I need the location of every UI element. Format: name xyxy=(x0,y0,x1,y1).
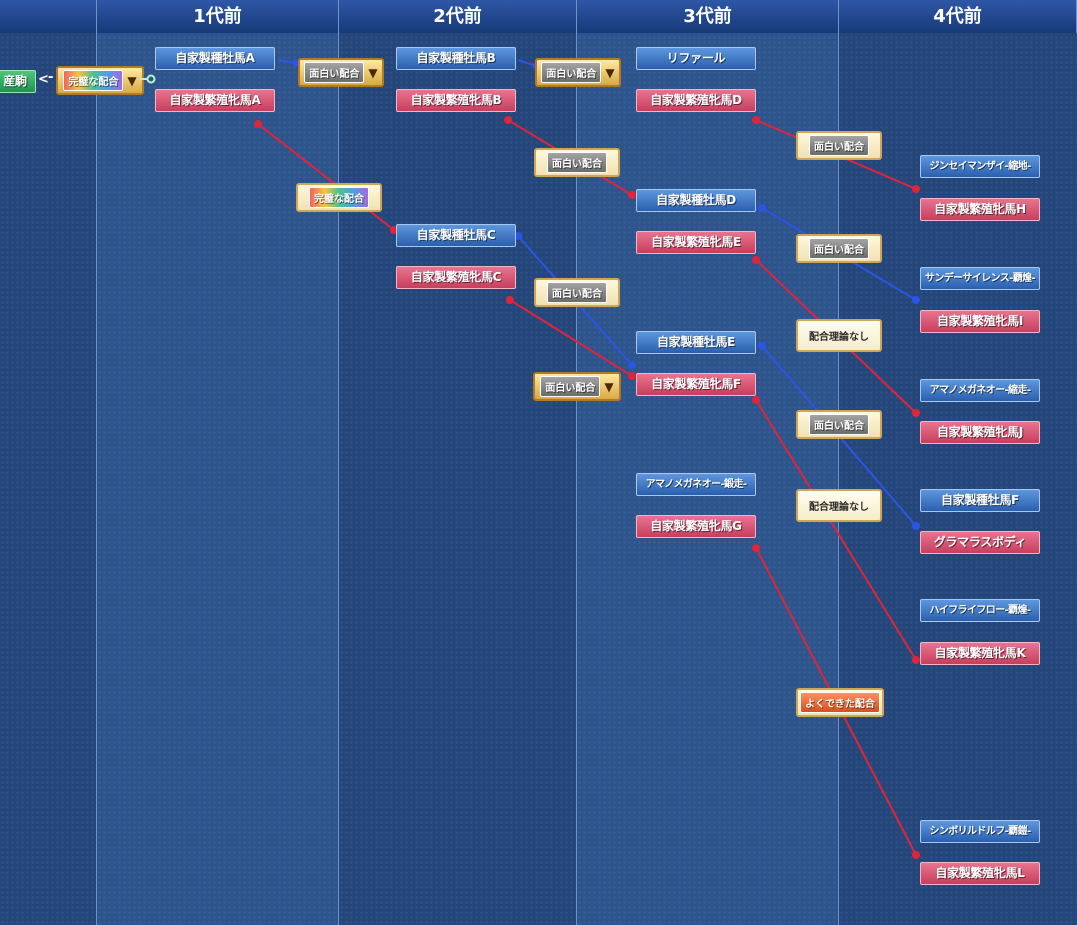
pairing-label: 面白い配合 xyxy=(304,62,365,83)
dam-gen2-b[interactable]: 自家製繁殖牝馬B xyxy=(396,89,516,112)
header-gen2: 2代前 xyxy=(339,0,577,33)
dropdown-arrow-icon: ▼ xyxy=(127,73,137,88)
dam-gen4-i[interactable]: 自家製繁殖牝馬I xyxy=(920,310,1040,333)
sire-gen3-e[interactable]: 自家製種牡馬E xyxy=(636,331,756,354)
column-divider xyxy=(338,0,339,925)
dropdown-arrow-icon: ▼ xyxy=(368,65,378,80)
column-gen1 xyxy=(97,0,338,925)
header-gen4: 4代前 xyxy=(839,0,1077,33)
sire-gen1-a[interactable]: 自家製種牡馬A xyxy=(155,47,275,70)
sire-gen4-2[interactable]: サンデーサイレンス-覇煌- xyxy=(920,267,1040,290)
sire-gen2-b[interactable]: 自家製種牡馬B xyxy=(396,47,516,70)
gen2-c-dam-pairing-dropdown[interactable]: 面白い配合 ▼ xyxy=(533,372,621,401)
pairing-label: 完璧な配合 xyxy=(63,70,124,91)
sire-gen4-1[interactable]: ジンセイマンザイ-縮地- xyxy=(920,155,1040,178)
gen1-dam-pairing-badge: 完璧な配合 xyxy=(296,183,382,212)
pairing-label: 面白い配合 xyxy=(809,135,869,156)
gen3-e-dam-pairing-badge: 配合理論なし xyxy=(796,319,882,352)
pairing-label: よくできた配合 xyxy=(800,692,880,713)
header-blank xyxy=(0,0,97,33)
dam-gen3-f[interactable]: 自家製繁殖牝馬F xyxy=(636,373,756,396)
pairing-label: 面白い配合 xyxy=(541,62,602,83)
pairing-label: 面白い配合 xyxy=(809,238,869,259)
dam-gen4-j[interactable]: 自家製繁殖牝馬J xyxy=(920,421,1040,444)
foal-pairing-dropdown[interactable]: 完璧な配合 ▼ xyxy=(56,66,144,95)
sire-gen4-f[interactable]: 自家製種牡馬F xyxy=(920,489,1040,512)
pairing-label: 完璧な配合 xyxy=(309,187,369,208)
gen3-f-sire-pairing-badge: 面白い配合 xyxy=(796,410,882,439)
sire-gen3-1[interactable]: リファール xyxy=(636,47,756,70)
pairing-label: 配合理論なし xyxy=(809,502,869,513)
header-gen1: 1代前 xyxy=(97,0,339,33)
sire-gen4-6[interactable]: シンボリルドルフ-覇鎧- xyxy=(920,820,1040,843)
dam-gen4-4[interactable]: グラマラスボディ xyxy=(920,531,1040,554)
arrow-left-icon: < xyxy=(38,72,49,87)
sire-gen4-5[interactable]: ハイフライフロー-覇煌- xyxy=(920,599,1040,622)
column-divider xyxy=(576,0,577,925)
dam-gen2-c[interactable]: 自家製繁殖牝馬C xyxy=(396,266,516,289)
header-gen3: 3代前 xyxy=(577,0,839,33)
gen3-g-pairing-badge: よくできた配合 xyxy=(796,688,884,717)
foal-node[interactable]: 産駒 xyxy=(0,70,36,93)
column-foal xyxy=(0,0,96,925)
gen2-c-sire-pairing-badge: 面白い配合 xyxy=(534,278,620,307)
gen1-sire-pairing-dropdown[interactable]: 面白い配合 ▼ xyxy=(298,58,384,87)
pairing-label: 面白い配合 xyxy=(540,376,601,397)
sire-gen4-3[interactable]: アマノメガネオー-縮走- xyxy=(920,379,1040,402)
dam-gen3-d[interactable]: 自家製繁殖牝馬D xyxy=(636,89,756,112)
dash-connector: - xyxy=(48,70,54,85)
connector-circle-icon xyxy=(140,74,156,84)
dropdown-arrow-icon: ▼ xyxy=(604,379,614,394)
pairing-label: 面白い配合 xyxy=(547,282,607,303)
sire-gen3-4[interactable]: アマノメガネオー-鍛走- xyxy=(636,473,756,496)
dam-gen1-a[interactable]: 自家製繁殖牝馬A xyxy=(155,89,275,112)
pairing-label: 面白い配合 xyxy=(809,414,869,435)
gen2-b-sire-pairing-dropdown[interactable]: 面白い配合 ▼ xyxy=(535,58,621,87)
dam-gen4-h[interactable]: 自家製繁殖牝馬H xyxy=(920,198,1040,221)
column-divider xyxy=(96,0,97,925)
dam-gen4-k[interactable]: 自家製繁殖牝馬K xyxy=(920,642,1040,665)
sire-gen2-c[interactable]: 自家製種牡馬C xyxy=(396,224,516,247)
dropdown-arrow-icon: ▼ xyxy=(605,65,615,80)
pairing-label: 面白い配合 xyxy=(547,152,607,173)
dam-gen3-g[interactable]: 自家製繁殖牝馬G xyxy=(636,515,756,538)
gen3-e-sire-pairing-badge: 面白い配合 xyxy=(796,234,882,263)
dam-gen3-e[interactable]: 自家製繁殖牝馬E xyxy=(636,231,756,254)
pairing-label: 配合理論なし xyxy=(809,332,869,343)
gen3-f-dam-pairing-badge: 配合理論なし xyxy=(796,489,882,522)
gen2-b-dam-pairing-badge: 面白い配合 xyxy=(534,148,620,177)
column-gen2 xyxy=(339,0,576,925)
dam-gen4-l[interactable]: 自家製繁殖牝馬L xyxy=(920,862,1040,885)
gen3-d-pairing-badge: 面白い配合 xyxy=(796,131,882,160)
sire-gen3-d[interactable]: 自家製種牡馬D xyxy=(636,189,756,212)
